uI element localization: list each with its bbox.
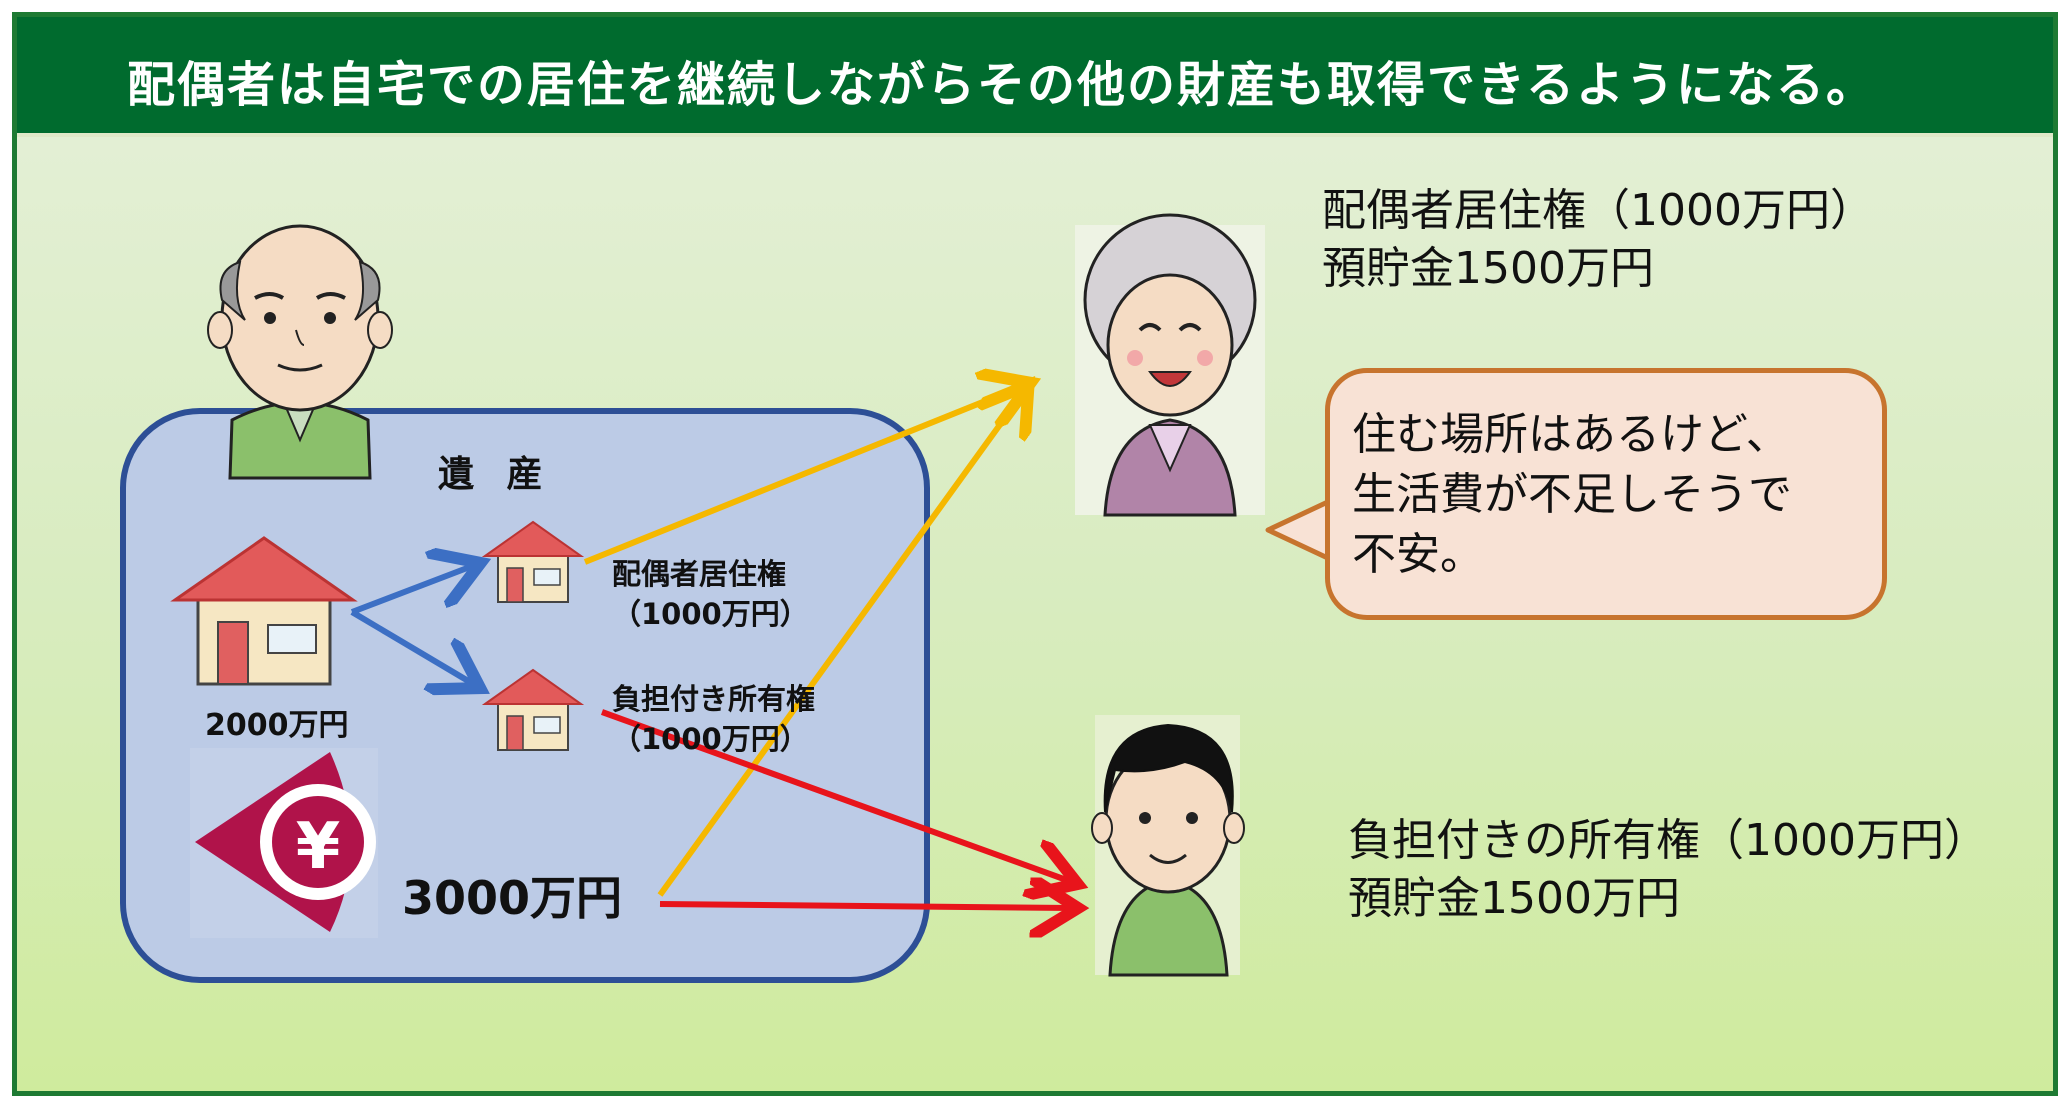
split-arrow-ownership — [350, 609, 475, 685]
small-house-icon — [481, 520, 585, 603]
son-icon — [1091, 715, 1245, 977]
estate-title: 遺 産 — [438, 454, 553, 495]
title-banner: 配偶者は自宅での居住を継続しながらその他の財産も取得できるようになる。 — [17, 17, 2053, 137]
spouse-inheritance: 配偶者居住権（1000万円） 預貯金1500万円 — [1322, 185, 1874, 294]
yen-coin-icon: ¥ — [190, 748, 378, 938]
svg-text:¥: ¥ — [296, 810, 341, 884]
split-residence-label: 配偶者居住権 （1000万円） — [612, 557, 809, 631]
arrow-ownership-to-son — [600, 709, 1072, 882]
house-value: 2000万円 — [205, 708, 349, 743]
banner-title: 配偶者は自宅での居住を継続しながらその他の財産も取得できるようになる。 — [127, 57, 1877, 113]
speech-bubble-tail — [1265, 497, 1335, 563]
small-house-icon — [481, 668, 585, 751]
spouse-grandmother-icon — [1075, 213, 1265, 517]
speech-bubble-text: 住む場所はあるけど、 生活費が不足しそうで 不安。 — [1352, 409, 1792, 580]
speech-bubble — [1325, 368, 1887, 620]
arrow-residence-to-spouse — [583, 385, 1025, 565]
savings-value: 3000万円 — [402, 871, 623, 925]
deceased-father-icon — [207, 224, 393, 480]
child-inheritance: 負担付きの所有権（1000万円） 預貯金1500万円 — [1348, 815, 1988, 924]
arrow-savings-to-son — [659, 904, 1072, 908]
arrow-savings-to-spouse — [657, 390, 1025, 897]
split-arrow-residence — [350, 565, 475, 615]
house-icon — [170, 536, 358, 686]
split-ownership-label: 負担付き所有権 （1000万円） — [612, 682, 816, 756]
